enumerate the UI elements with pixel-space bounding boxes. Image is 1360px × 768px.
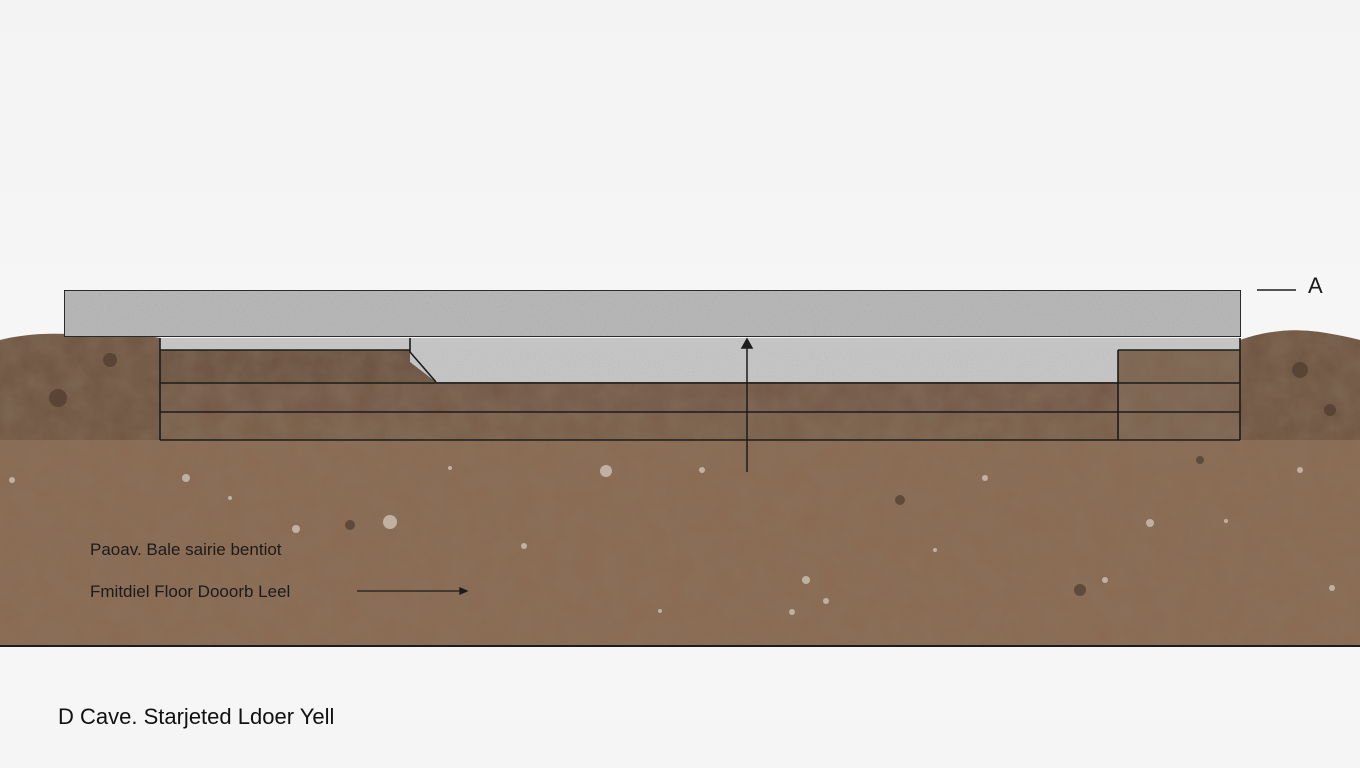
right-soil-mound bbox=[1240, 330, 1360, 440]
dark-clods bbox=[49, 353, 1336, 596]
elevation-arrow-icon bbox=[740, 337, 754, 472]
stratum-middle bbox=[160, 383, 1240, 412]
finished-floor-label: Fmitdiel Floor Dooorb Leel bbox=[90, 582, 291, 601]
pebbles bbox=[9, 465, 1335, 615]
marker-label-a: A bbox=[1308, 273, 1323, 298]
strata-outlines bbox=[159, 338, 1241, 441]
sub-base-label: Paoav. Bale sairie bentiot bbox=[90, 540, 282, 559]
stratum-lower bbox=[160, 412, 1240, 440]
thin-blinding-layer bbox=[160, 338, 1240, 350]
native-soil bbox=[0, 440, 1360, 646]
left-soil-mound bbox=[0, 333, 160, 440]
floor-pointer-arrow-icon bbox=[357, 587, 469, 595]
concrete-slab bbox=[63, 289, 1242, 338]
right-block bbox=[1118, 350, 1240, 440]
diagram-caption: D Cave. Starjeted Ldoer Yell bbox=[58, 704, 335, 729]
